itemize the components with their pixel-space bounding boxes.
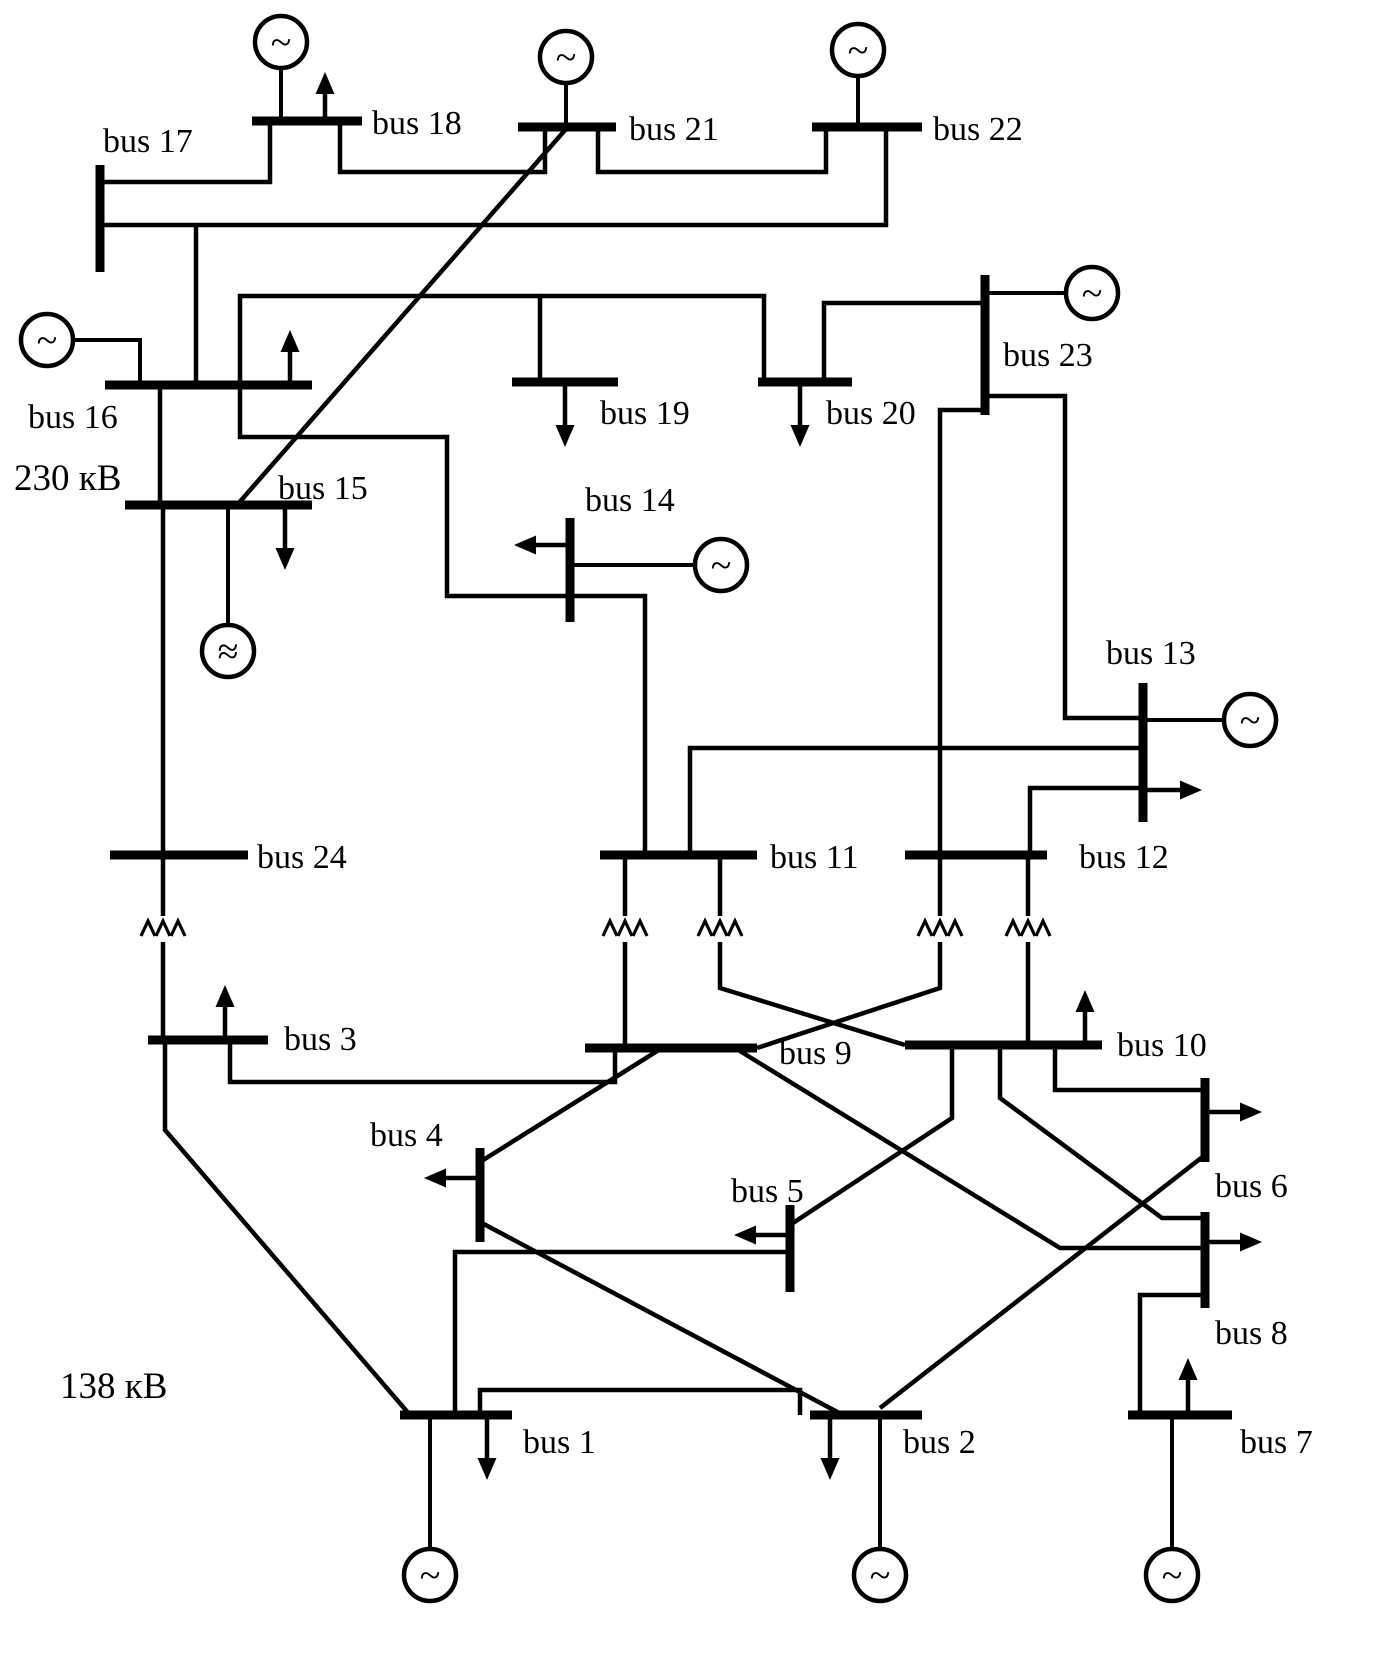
- bus-9-label: bus 9: [779, 1035, 852, 1072]
- bus-11-label: bus 11: [770, 839, 858, 876]
- generator-icon-bus-2: [851, 1546, 909, 1604]
- generator-icon-bus-22: [829, 21, 887, 79]
- voltage-label-230kv: 230 кВ: [14, 458, 121, 499]
- load-arrowhead-bus-7: [1178, 1358, 1198, 1380]
- line-19-20: [540, 293, 767, 382]
- line-1-3: [162, 1040, 412, 1417]
- bus-15-label: bus 15: [278, 470, 368, 507]
- load-arrowhead-bus-15: [275, 548, 295, 570]
- generator-icon-bus-15: [199, 622, 257, 680]
- bus-24-label: bus 24: [257, 839, 347, 876]
- bus-6-label: bus 6: [1215, 1168, 1288, 1205]
- bus-13-label: bus 13: [1106, 635, 1196, 672]
- generator-symbol-bus-7: ~: [1162, 1555, 1183, 1597]
- generator-symbol-bus-15: ≈: [218, 631, 239, 673]
- line-15-21: [235, 127, 568, 507]
- line-11-13: [687, 745, 1143, 855]
- load-arrowhead-bus-14: [514, 535, 536, 555]
- load-arrowhead-bus-5: [734, 1225, 756, 1245]
- generator-icon-bus-18: [252, 13, 310, 71]
- transformer-12-9-icon: [916, 917, 964, 937]
- bus-8-label: bus 8: [1215, 1315, 1288, 1352]
- load-arrowhead-bus-19: [555, 425, 575, 447]
- load-arrowhead-bus-20: [790, 425, 810, 447]
- line-1-2: [477, 1387, 803, 1415]
- generator-symbol-bus-18: ~: [271, 22, 292, 64]
- generator-icon-bus-21: [537, 28, 595, 86]
- generator-icon-bus-7: [1143, 1546, 1201, 1604]
- line-20-23: [821, 300, 985, 382]
- transformer-11-10-icon: [696, 917, 744, 937]
- line-6-10: [1052, 1045, 1205, 1093]
- generator-symbol-bus-22: ~: [848, 30, 869, 72]
- line-12-23: [937, 407, 985, 855]
- generator-icon-bus-13: [1221, 691, 1279, 749]
- bus-3-label: bus 3: [284, 1021, 357, 1058]
- bus-5-label: bus 5: [731, 1173, 804, 1210]
- generator-symbol-bus-13: ~: [1240, 700, 1261, 742]
- line-21-22: [595, 127, 829, 175]
- load-arrowhead-bus-2: [820, 1458, 840, 1480]
- line-1-5: [452, 1249, 790, 1415]
- line-11-10-xfmr-lower: [717, 942, 906, 1048]
- bus-19-label: bus 19: [600, 395, 690, 432]
- generator-icon-bus-16: [18, 311, 76, 369]
- line-2-6: [878, 1153, 1207, 1410]
- load-arrowhead-bus-4: [424, 1168, 446, 1188]
- line-16-19: [237, 293, 543, 385]
- line-18-21: [337, 121, 548, 175]
- line-11-14: [570, 593, 648, 855]
- line-14-16: [237, 385, 570, 599]
- bus-23-label: bus 23: [1003, 337, 1093, 374]
- generator-icon-bus-14: [692, 536, 750, 594]
- generator-symbol-bus-21: ~: [556, 37, 577, 79]
- line-4-9: [478, 1046, 664, 1164]
- load-arrowhead-bus-3: [215, 985, 235, 1007]
- transformer-11-9-icon: [601, 917, 649, 937]
- bus-10-label: bus 10: [1117, 1027, 1207, 1064]
- line-12-13: [1027, 785, 1143, 855]
- generator-icon-bus-1: [401, 1546, 459, 1604]
- line-17-18: [100, 121, 273, 185]
- generator-symbol-bus-16: ~: [37, 320, 58, 362]
- transformer-24-3-icon: [139, 917, 187, 937]
- bus-20-label: bus 20: [826, 395, 916, 432]
- bus-1-label: bus 1: [523, 1424, 596, 1461]
- bus-2-label: bus 2: [903, 1424, 976, 1461]
- line-3-9: [227, 1040, 618, 1085]
- bus-12-label: bus 12: [1079, 839, 1169, 876]
- bus-21-label: bus 21: [629, 111, 719, 148]
- generator-symbol-bus-1: ~: [420, 1555, 441, 1597]
- load-arrowhead-bus-1: [477, 1458, 497, 1480]
- bus-18-label: bus 18: [372, 105, 462, 142]
- load-arrowhead-bus-6: [1240, 1102, 1262, 1122]
- transformer-12-10-icon: [1004, 917, 1052, 937]
- bus-14-label: bus 14: [585, 482, 675, 519]
- generator-symbol-bus-23: ~: [1082, 273, 1103, 315]
- line-8-9: [733, 1046, 1205, 1251]
- generator-icon-bus-23: [1063, 264, 1121, 322]
- line-5-10: [788, 1045, 955, 1227]
- bus-4-label: bus 4: [370, 1117, 443, 1154]
- load-arrowhead-bus-18: [315, 72, 335, 94]
- load-arrowhead-bus-10: [1075, 990, 1095, 1012]
- line-12-9-xfmr-lower: [756, 942, 943, 1051]
- load-arrowhead-bus-8: [1240, 1232, 1262, 1252]
- line-17-22: [100, 127, 889, 228]
- bus-7-label: bus 7: [1240, 1424, 1313, 1461]
- line-7-8: [1137, 1292, 1205, 1415]
- voltage-label-138kv: 138 кВ: [60, 1366, 167, 1407]
- load-arrowhead-bus-16: [280, 330, 300, 352]
- generator-lead-bus-16: [73, 338, 142, 385]
- generator-symbol-bus-14: ~: [711, 545, 732, 587]
- generator-symbol-bus-2: ~: [870, 1555, 891, 1597]
- bus-17-label: bus 17: [103, 123, 193, 160]
- load-arrowhead-bus-13: [1180, 780, 1202, 800]
- line-13-23: [985, 393, 1143, 721]
- bus-16-label: bus 16: [28, 399, 118, 436]
- line-8-10: [997, 1045, 1205, 1221]
- bus-22-label: bus 22: [933, 111, 1023, 148]
